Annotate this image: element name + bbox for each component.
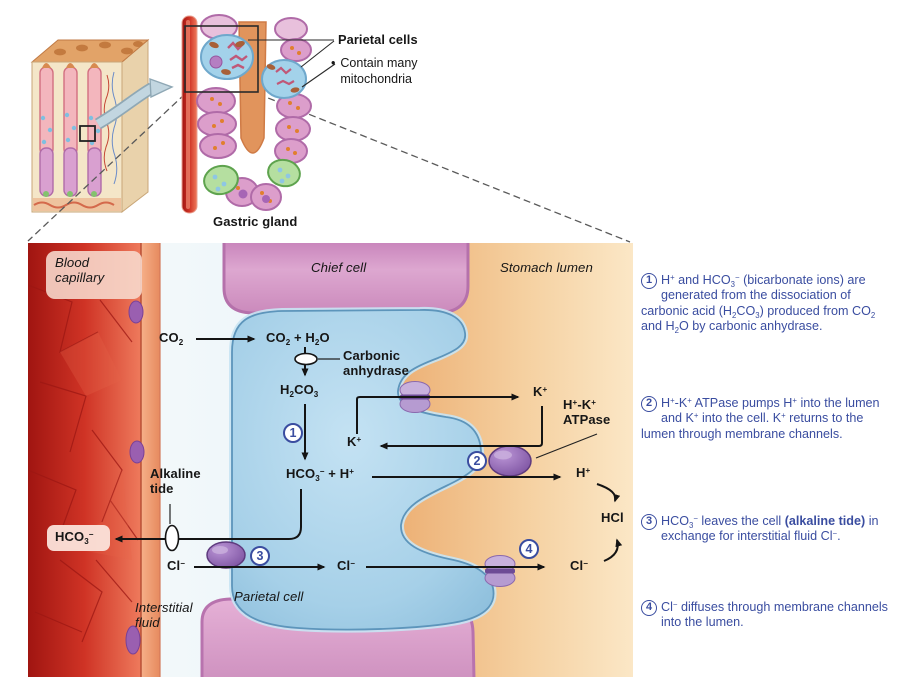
cl-cell-label: Cl− — [337, 558, 356, 573]
carbonic-anhydrase-label: Carbonic anhydrase — [343, 348, 409, 378]
cl-to-hcl-arrow — [603, 538, 623, 562]
label-pointer-lines — [169, 358, 598, 524]
legend-step-2-text: H+-K+ ATPase pumps H+ into the lumen and… — [641, 395, 880, 441]
legend-item-4: 4 Cl− diffuses through membrane channels… — [641, 600, 898, 631]
co2-h2o-label: CO2 + H2O — [266, 330, 330, 347]
hco3-blood-label: HCO3− — [55, 529, 94, 546]
dashed-projection-lines — [27, 93, 631, 243]
cl-interstitial-label: Cl− — [167, 558, 186, 573]
hcl-label: HCl — [601, 510, 624, 525]
carbonic-anhydrase-icon — [294, 352, 318, 366]
gastric-gland-label: Gastric gland — [213, 214, 298, 229]
parietal-cells-label: Parietal cells — [338, 32, 418, 47]
step-4-badge: 4 — [519, 539, 539, 559]
k-in-arrow — [379, 406, 543, 450]
mitochondria-note: • Contain many mitochondria — [331, 56, 418, 87]
alkaline-tide-label: Alkaline tide — [150, 466, 201, 496]
co2-label: CO2 — [159, 330, 184, 347]
hco3-exit-arrow — [114, 489, 302, 543]
h-lumen-label: H+ — [576, 465, 591, 480]
k-out-arrow — [356, 393, 520, 434]
magnify-arrow-icon — [94, 77, 174, 130]
capillary-wall-shape — [125, 243, 161, 677]
gland-zoom-box — [184, 25, 259, 93]
legend-step-4-badge: 4 — [641, 600, 657, 616]
gland-parietal-cells — [200, 34, 307, 99]
proton-pump-icon — [488, 445, 532, 477]
step-2-badge: 2 — [467, 451, 487, 471]
legend-item-1: 1 H+ and HCO3− (bicarbonate ions) are ge… — [641, 273, 898, 335]
blood-capillary-label: Blood capillary — [55, 255, 105, 285]
h-to-hcl-arrow — [596, 483, 621, 503]
tissue-zoom-box — [79, 125, 96, 142]
membrane-channel-icon-2 — [484, 555, 516, 587]
hk-atpase-label: H+-K+ATPase — [563, 397, 611, 427]
alkaline-tide-loop-icon — [164, 524, 180, 552]
legend-step-1-text: H+ and HCO3− (bicarbonate ions) are gene… — [641, 272, 876, 336]
legend-step-1-badge: 1 — [641, 273, 657, 289]
blood-capillary-pill — [46, 251, 142, 299]
hco3-plus-h-label: HCO3− + H+ — [286, 466, 355, 483]
main-panel-art — [28, 243, 633, 677]
legend-item-3: 3 HCO3− leaves the cell (alkaline tide) … — [641, 514, 898, 545]
legend-step-3-badge: 3 — [641, 514, 657, 530]
reaction-arrows — [114, 335, 623, 571]
gastric-gland-art — [181, 14, 336, 214]
callout-pointer-lines — [248, 39, 336, 88]
tissue-block-art — [30, 38, 150, 214]
cl-lumen-label: Cl− — [570, 558, 589, 573]
interstitial-fluid-label: Interstitial fluid — [135, 600, 193, 630]
legend-step-4-text: Cl− diffuses through membrane channels i… — [661, 599, 888, 630]
hco3-pill — [47, 525, 110, 551]
parietal-cell-label: Parietal cell — [234, 589, 304, 604]
blood-capillary-shape — [28, 243, 141, 677]
step-3-badge: 3 — [250, 546, 270, 566]
parietal-cell-shape — [232, 310, 494, 630]
k-cell-label: K+ — [347, 434, 362, 449]
legend-step-2-badge: 2 — [641, 396, 657, 412]
k-lumen-label: K+ — [533, 384, 548, 399]
bullet-icon: • — [331, 56, 336, 70]
chief-cell-label: Chief cell — [311, 260, 367, 275]
step-1-badge: 1 — [283, 423, 303, 443]
legend-step-3-text: HCO3− leaves the cell (alkaline tide) in… — [661, 513, 879, 544]
h2co3-label: H2CO3 — [280, 382, 319, 399]
anion-exchanger-icon — [206, 541, 246, 569]
stomach-lumen-label: Stomach lumen — [500, 260, 593, 275]
legend-item-2: 2 H+-K+ ATPase pumps H+ into the lumen a… — [641, 396, 898, 442]
chief-cell-shape — [222, 243, 470, 315]
